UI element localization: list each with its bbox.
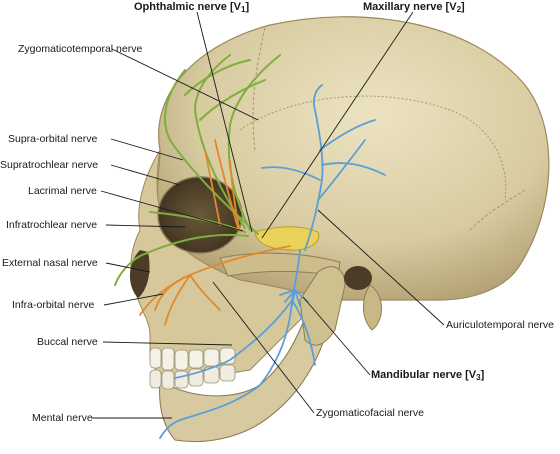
label-infraorbital-nerve: Infra-orbital nerve [12,299,95,311]
label-zygomaticofacial-nerve: Zygomaticofacial nerve [316,407,424,419]
label-auriculotemporal-nerve: Auriculotemporal nerve [446,319,554,331]
temporal-line [239,95,507,201]
label-ophthalmic-nerve: Ophthalmic nerve [V1] [134,1,250,14]
trigeminal-ganglion [254,226,320,251]
lower-teeth [149,364,236,390]
external-acoustic-meatus [344,266,372,290]
label-buccal-nerve: Buccal nerve [37,336,98,348]
label-infratrochlear-nerve: Infratrochlear nerve [6,219,98,231]
nasal-aperture [129,250,150,298]
mandibular-nerve-branches [159,84,386,439]
label-zygomaticotemporal-nerve: Zygomaticotemporal nerve [18,43,143,55]
coronal-suture [252,27,266,151]
label-supraorbital-nerve: Supra-orbital nerve [8,133,98,145]
label-external-nasal-nerve: External nasal nerve [2,257,98,269]
label-maxillary-nerve: Maxillary nerve [V2] [363,1,465,14]
mastoid-process [363,284,382,331]
label-lacrimal-nerve: Lacrimal nerve [28,185,97,197]
label-mandibular-nerve: Mandibular nerve [V3] [371,369,485,382]
maxillary-nerve-branches [139,139,291,326]
ramus [299,266,346,346]
lambdoid-suture [469,189,526,231]
cranium [156,16,550,301]
leader-lines [92,11,445,419]
label-supratrochlear-nerve: Supratrochlear nerve [0,159,99,171]
label-mental-nerve: Mental nerve [32,412,93,424]
